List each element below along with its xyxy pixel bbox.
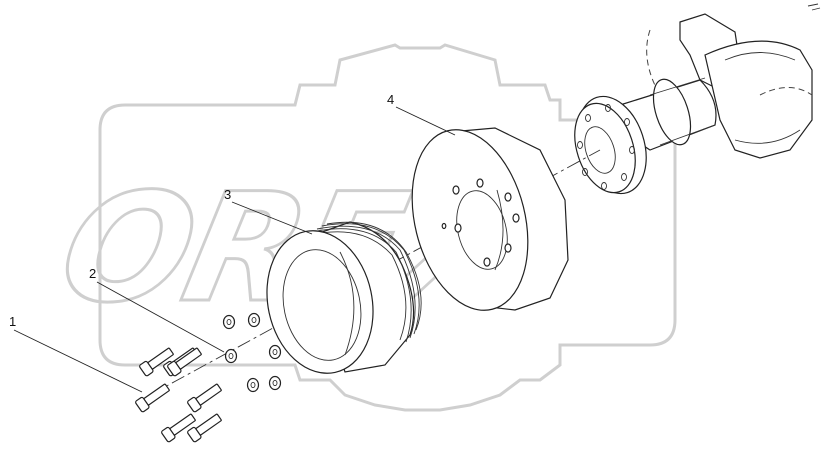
bolt [187, 383, 222, 413]
callout-3: 3 [224, 187, 231, 202]
washer [268, 344, 282, 360]
leader-line-2 [96, 281, 225, 353]
callout-labels: 1 2 3 4 [9, 92, 394, 329]
bolt [135, 383, 170, 413]
callout-2: 2 [89, 266, 96, 281]
bolt [161, 413, 196, 443]
washer [222, 314, 236, 330]
washer [268, 375, 282, 391]
washers [222, 312, 282, 393]
bolt [187, 413, 222, 443]
leader-line-1 [13, 329, 143, 393]
bolt [139, 347, 174, 377]
washer [224, 348, 238, 364]
damper-bolt-holes [441, 178, 520, 267]
leader-line-3 [231, 201, 313, 235]
callout-1: 1 [9, 314, 16, 329]
callout-4: 4 [387, 92, 394, 107]
bolt [167, 347, 202, 377]
washer [247, 312, 261, 328]
bolts [135, 347, 222, 443]
leader-lines [13, 106, 456, 393]
damper-disc [411, 127, 569, 311]
watermark-gear-outline [98, 43, 677, 412]
leader-line-4 [395, 106, 456, 136]
crankshaft [574, 3, 821, 195]
grooved-pulley [266, 221, 422, 374]
flange-bolt-holes [577, 104, 635, 190]
washer [246, 377, 260, 393]
